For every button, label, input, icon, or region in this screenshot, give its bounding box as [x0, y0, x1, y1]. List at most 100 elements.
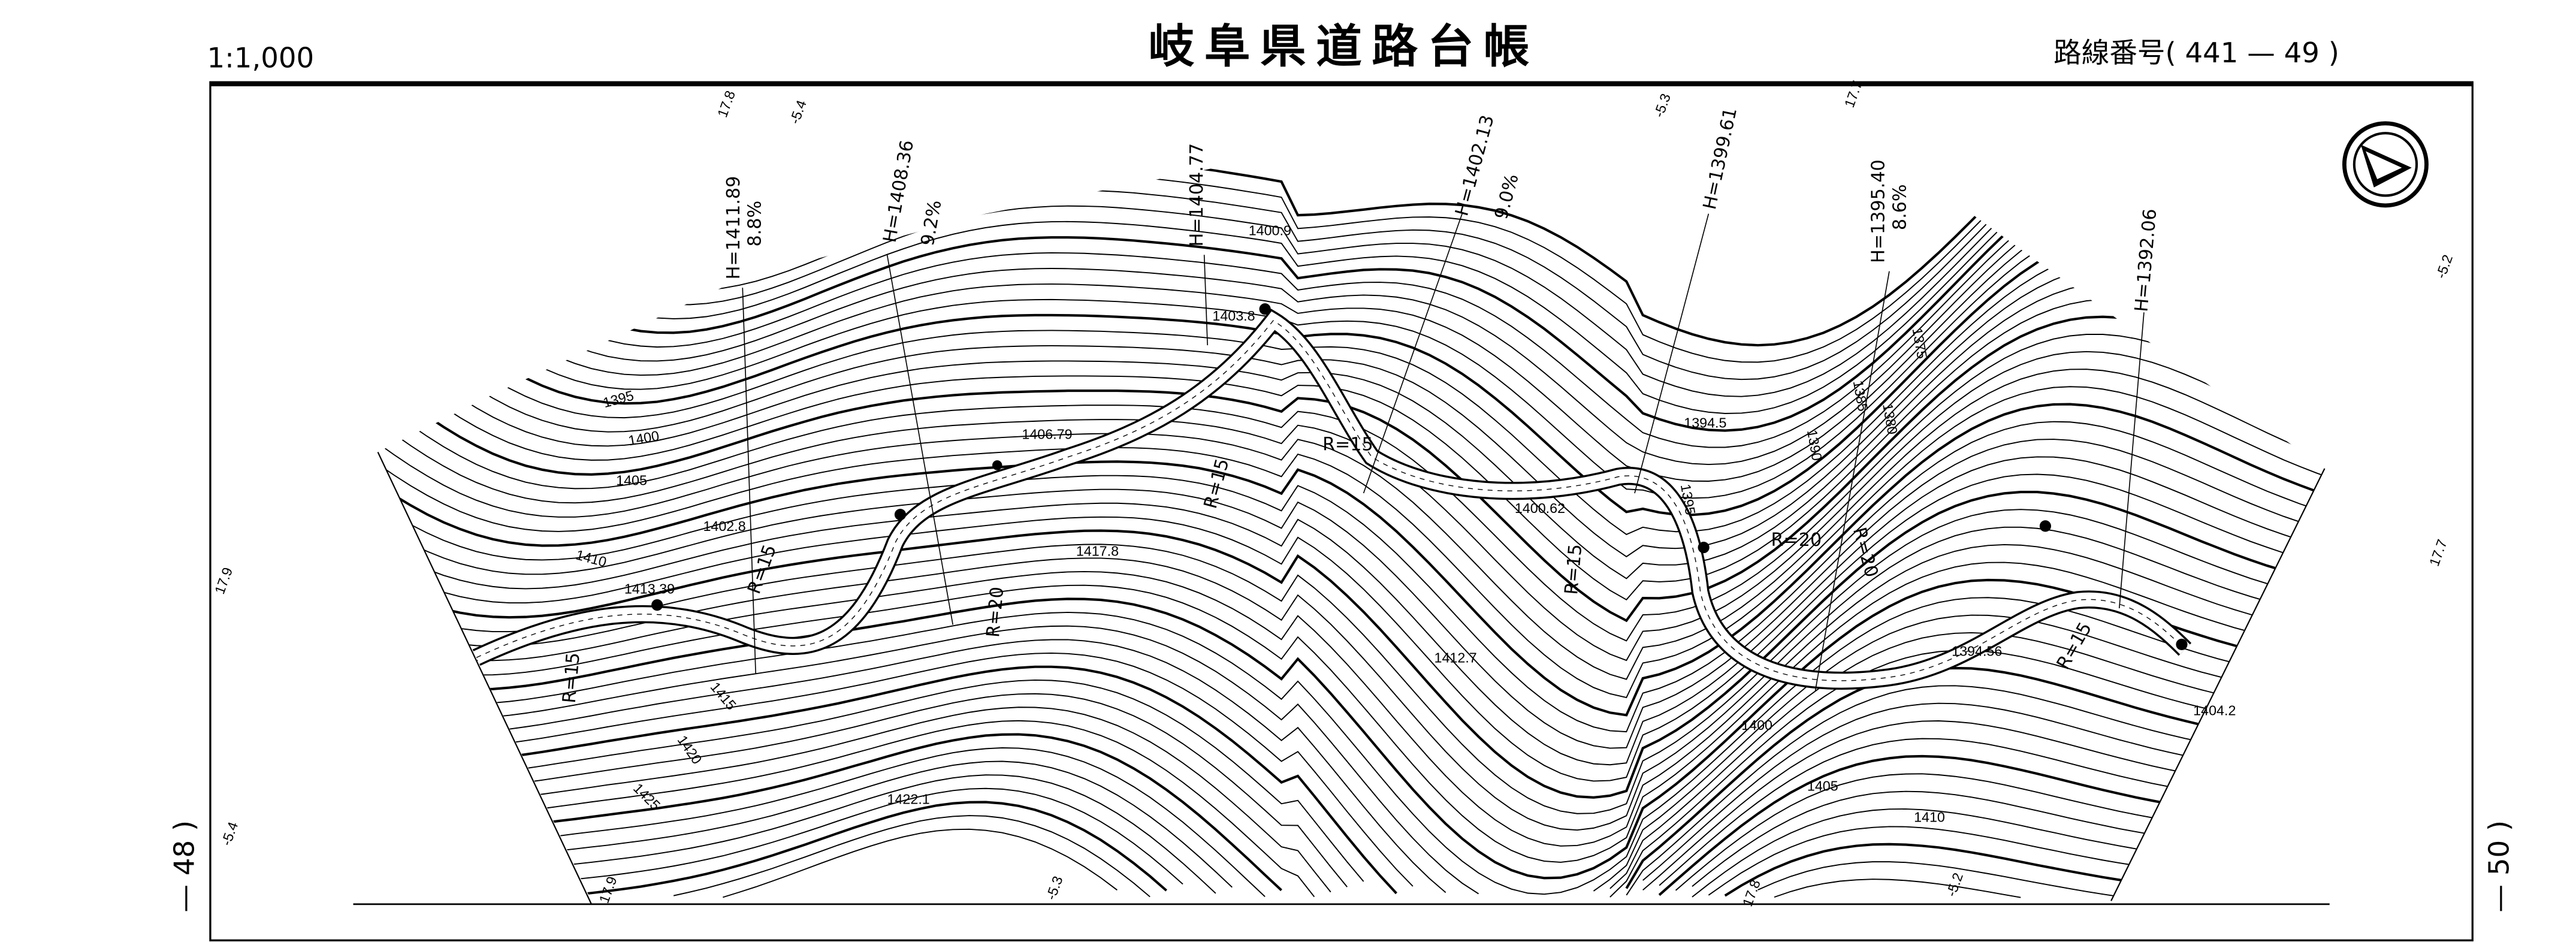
contour-line — [378, 147, 2325, 414]
spot-elevation: 1413.39 — [624, 581, 675, 596]
contour-line — [378, 386, 2325, 699]
north-arrow-icon — [2342, 121, 2429, 208]
station-grade: 9.0% — [1491, 172, 1523, 222]
station-height: H=1408.36 — [880, 138, 918, 244]
crossfall: -5.2 — [2433, 252, 2456, 280]
contour-line — [378, 403, 2325, 717]
contour-line — [378, 632, 2325, 893]
contour-labels: 1395 1400 1405 1410 1415 1420 1425 1400 … — [574, 327, 1945, 825]
contour-line — [378, 281, 2325, 579]
scale-label: 1:1,000 — [207, 41, 314, 74]
curve-radius: R=15 — [1322, 434, 1373, 455]
contour-label: 1420 — [674, 733, 705, 767]
curve-radius: R=15 — [1561, 543, 1586, 595]
crossfall: 17.9 — [212, 565, 235, 596]
contour-line — [378, 747, 2325, 897]
station-grade: 8.6% — [1889, 184, 1910, 230]
contour-line — [378, 147, 2325, 432]
contour-line — [378, 298, 2325, 601]
crossfall: -5.2 — [1943, 871, 1966, 899]
spot-elevation: 1417.8 — [1076, 543, 1119, 558]
contour-label: 1400 — [1741, 717, 1772, 733]
crossfall-labels: 17.8 -5.4 -5.3 17.7 -5.2 17.9 17.7 -5.4 … — [212, 78, 2456, 908]
spot-elevation: 1404.2 — [2193, 702, 2236, 718]
spot-elevation: 1394.56 — [1952, 644, 2002, 659]
contour-line — [378, 733, 2325, 896]
contour-lines — [378, 147, 2325, 899]
station-grade: 8.8% — [744, 201, 765, 247]
contour-line — [378, 473, 2325, 782]
fan-boundary-right — [2110, 468, 2326, 901]
route-number: 路線番号( 441 — 49 ) — [2053, 37, 2339, 69]
contour-label: 1415 — [708, 679, 739, 712]
curve-radius: R=15 — [1200, 457, 1234, 511]
crossfall: 17.8 — [714, 89, 738, 120]
contour-label: 1405 — [1807, 778, 1838, 794]
contour-line — [378, 439, 2325, 749]
contour-label: 1410 — [1914, 810, 1945, 825]
station-height: H=1399.61 — [1699, 106, 1741, 212]
spot-elevation: 1406.79 — [1022, 426, 1072, 442]
contour-line — [378, 509, 2325, 814]
curve-radius: R=20 — [1771, 530, 1822, 551]
contour-label: 1390 — [1804, 428, 1825, 462]
contour-line — [378, 597, 2325, 895]
station-grade: 9.2% — [917, 198, 946, 247]
station-height: H=1402.13 — [1451, 113, 1498, 218]
curve-radius: R=15 — [2053, 619, 2097, 674]
station-lines — [742, 213, 2145, 691]
station-labels: H=1411.89 8.8% H=1408.36 9.2% H=1404.77 … — [723, 106, 2161, 313]
spot-elevation: 1400.9 — [1249, 222, 1291, 238]
contour-line — [378, 693, 2325, 887]
contour-line — [378, 177, 2325, 465]
contour-line — [378, 246, 2325, 535]
contour-line — [378, 194, 2325, 482]
sheet-ref-left: — 48 ) — [168, 820, 201, 913]
spot-elevation: 1402.8 — [703, 518, 745, 534]
fan-boundary-left — [377, 451, 593, 905]
contour-line — [673, 815, 2119, 898]
contour-label: 1385 — [1850, 379, 1871, 413]
contour-label: 1410 — [574, 547, 608, 570]
contour-line — [378, 369, 2325, 680]
crossfall: -5.4 — [787, 98, 810, 126]
spot-elevations: 1400.9 1403.8 1406.79 1402.8 1413.39 141… — [624, 222, 2236, 807]
curve-radius: R=20 — [983, 586, 1008, 638]
spot-elevation: 1403.8 — [1212, 308, 1255, 324]
contour-line — [378, 456, 2325, 766]
spot-elevation: 1394.5 — [1684, 415, 1726, 430]
crossfall: 17.7 — [2426, 538, 2450, 569]
contour-line — [723, 828, 2021, 898]
contour-line — [378, 421, 2325, 733]
contour-line — [378, 351, 2325, 662]
station-height: H=1411.89 — [723, 176, 744, 280]
station-height: H=1395.40 — [1868, 159, 1889, 263]
sheet-ref-right: — 50 ) — [2483, 820, 2515, 913]
contour-line — [378, 665, 2325, 895]
contour-line — [378, 160, 2325, 448]
spot-elevation: 1412.7 — [1435, 650, 1477, 666]
contour-line — [378, 561, 2325, 863]
crossfall: -5.3 — [1043, 874, 1065, 902]
contour-line — [378, 491, 2325, 799]
curve-radius: R=15 — [744, 542, 781, 596]
contour-label: 1405 — [616, 472, 647, 488]
crossfall: -5.3 — [1651, 92, 1674, 120]
spot-elevation: 1400.62 — [1515, 500, 1565, 516]
contour-line — [378, 264, 2325, 558]
spot-elevation: 1422.1 — [887, 792, 930, 807]
contour-line — [378, 228, 2325, 517]
road-alignment — [472, 303, 2192, 690]
contour-line — [378, 212, 2325, 499]
contour-label: 1395 — [602, 388, 636, 411]
contour-line — [378, 147, 2325, 397]
contour-line — [378, 614, 2325, 895]
curve-radius: R=15 — [559, 652, 584, 704]
page-title: 岐阜県道路台帳 — [1148, 20, 1539, 74]
contour-line — [378, 147, 2325, 381]
station-height: H=1404.77 — [1186, 143, 1207, 247]
contour-line — [378, 315, 2325, 623]
contour-line — [378, 578, 2325, 880]
crossfall: -5.4 — [218, 820, 241, 848]
